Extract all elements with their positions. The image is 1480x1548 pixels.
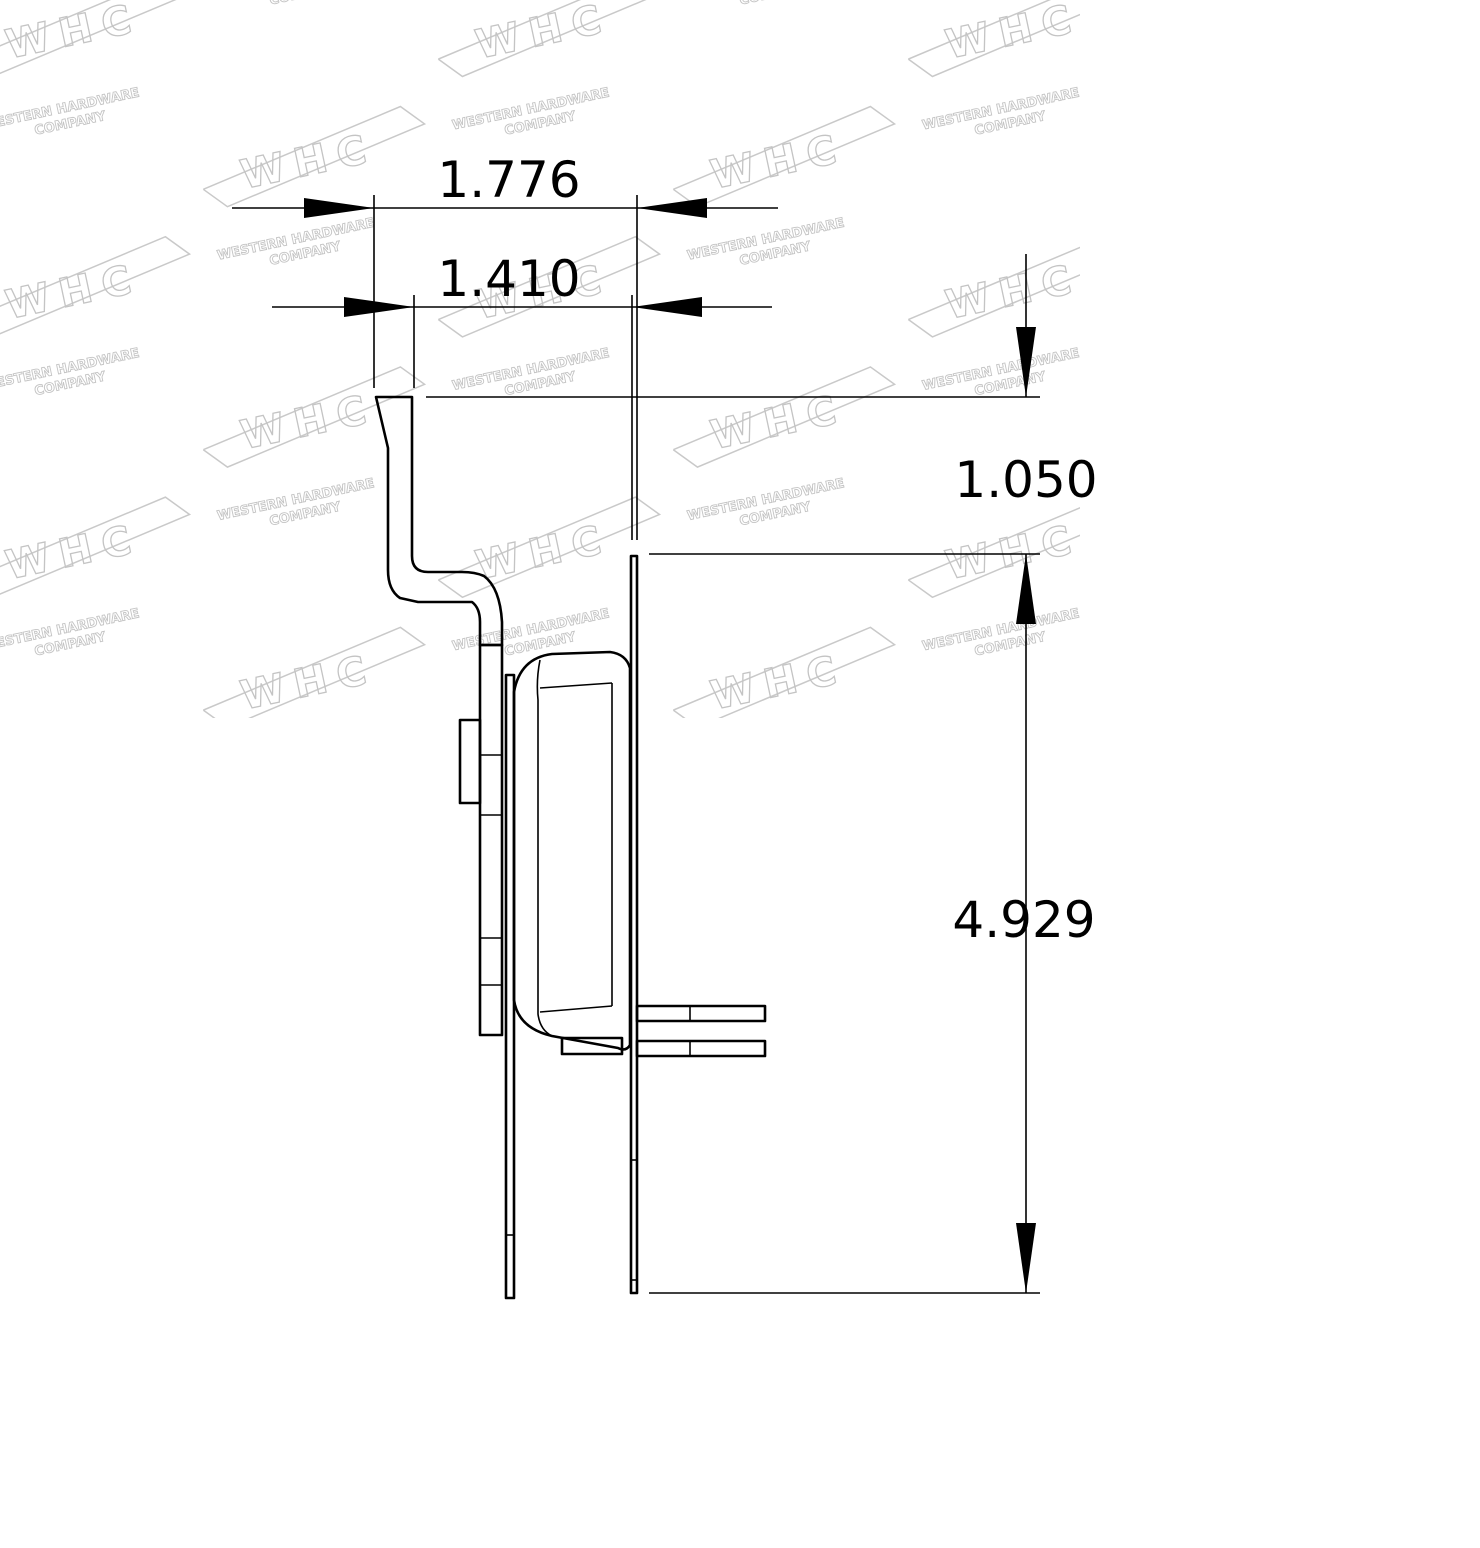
dimension-lower-height: 4.929 [649,554,1096,1294]
watermark-line2: COMPANY [1443,109,1480,139]
watermark-logo-text: WHC [237,125,381,198]
watermark-logo-text: WHC [237,386,381,459]
watermark-line2: COMPANY [1208,500,1282,530]
watermark-line1: WESTERN HARDWARE [1391,346,1480,394]
hinge-leaf-strip [478,643,504,1037]
dimension-overall-width: 1.776 [232,151,778,540]
watermark-line1: WESTERN HARDWARE [1391,85,1480,133]
watermark-logo-text: WHC [237,646,381,719]
watermark-line1: WESTERN HARDWARE [686,736,846,784]
dim-label-upper-height: 1.050 [954,451,1097,509]
dimension-inner-width: 1.410 [272,250,772,540]
watermark-line1: WESTERN HARDWARE [1391,606,1480,654]
watermark-line1: WESTERN HARDWARE [1156,216,1316,264]
watermark-logo-text: WHC [707,125,851,198]
watermark-logo-text: WHC [1412,255,1480,328]
watermark-logo-text: WHC [942,255,1086,328]
watermark-line2: COMPANY [1208,760,1282,790]
watermark-line2: COMPANY [1208,0,1282,9]
right-plate [629,554,639,1295]
watermark-line1: WESTERN HARDWARE [1156,476,1316,524]
bottom-foot [560,1036,624,1056]
dim-label-overall-width: 1.776 [437,151,580,209]
watermark-line2: COMPANY [268,0,342,9]
watermark-line2: COMPANY [1443,369,1480,399]
watermark-logo-text: WHC [1177,386,1321,459]
watermark-logo-text: WHC [472,516,616,589]
watermark-line2: COMPANY [738,760,812,790]
watermark-logo-text: WHC [2,516,146,589]
offset-arm [374,395,504,647]
watermark-logo-text: WHC [1412,516,1480,589]
watermark-logo-text: WHC [1412,0,1480,68]
watermark-line1: WESTERN HARDWARE [1156,736,1316,784]
watermark-line2: COMPANY [1443,630,1480,660]
watermark-logo-text: WHC [942,516,1086,589]
watermark-logo-text: WHC [1177,125,1321,198]
watermark-logo-text: WHC [2,255,146,328]
watermark-logo-text: WHC [942,0,1086,68]
watermark-logo-text: WHC [2,0,146,68]
dim-label-lower-height: 4.929 [952,891,1095,949]
watermark-line2: COMPANY [738,0,812,9]
watermark-line1: WESTERN HARDWARE [216,736,376,784]
watermark-logo-text: WHC [707,646,851,719]
dim-label-inner-width: 1.410 [437,250,580,308]
watermark-line1: WESTERN HARDWARE [1156,0,1316,3]
watermark-line2: COMPANY [268,760,342,790]
watermark-logo-text: WHC [472,0,616,68]
hinge-bracket-side-view [374,395,767,1300]
pin-lower [635,1039,767,1058]
side-tab [458,718,482,805]
watermark-logo-text: WHC [1177,646,1321,719]
watermark-line2: COMPANY [1208,239,1282,269]
pin-upper [635,1004,767,1023]
